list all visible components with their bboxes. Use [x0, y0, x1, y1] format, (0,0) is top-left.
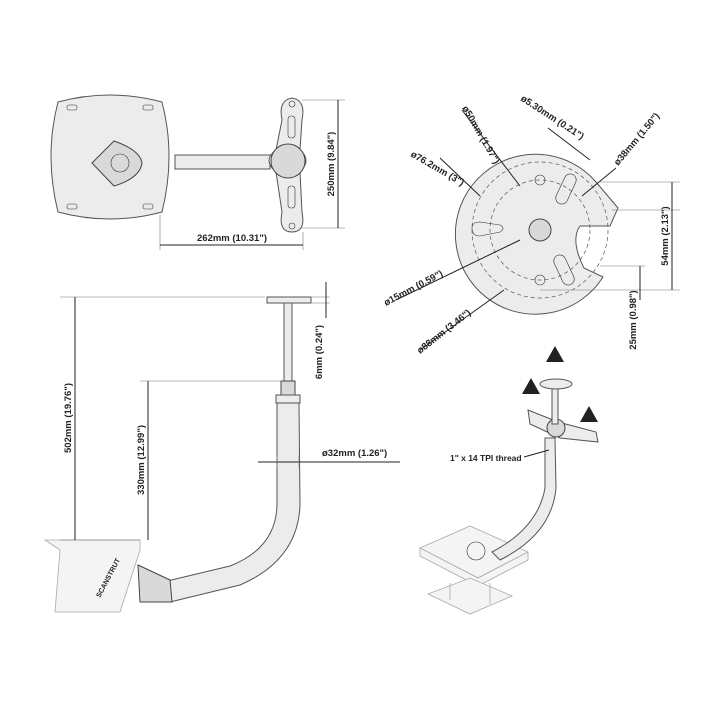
max-load-label: 0.5kg [526, 389, 536, 394]
mount-plate-slot [553, 254, 575, 286]
top-view-socket [91, 140, 143, 187]
top-view-arm [174, 154, 271, 170]
iso-base-socket [466, 541, 486, 561]
dia-76-2-label: ø76.2mm (3") [409, 149, 466, 189]
top-view-hole [142, 203, 154, 210]
width-dimension-label: 262mm (10.31") [197, 233, 267, 244]
mount-plate-bolt-circle [489, 179, 591, 281]
dia-88-label: ø88mm (3.46") [415, 308, 473, 357]
side-view-nut [275, 394, 301, 404]
iso-base-side [419, 547, 529, 587]
max-weight-badge [546, 346, 564, 362]
top-view-bracket-slot [287, 185, 296, 209]
iso-tube [491, 437, 557, 561]
top-view-hole [66, 104, 78, 111]
max-weight-badge [522, 378, 540, 394]
dim-54-label: 54mm (2.13") [660, 206, 671, 265]
max-label: MAX [585, 412, 594, 417]
mount-plate-keyhole [471, 221, 504, 237]
top-view-bracket-hole [288, 222, 296, 230]
thickness-6-label: 6mm (0.24") [314, 325, 325, 379]
side-view-top-plate [266, 296, 312, 304]
top-view-hole [66, 203, 78, 210]
top-view: 262mm (10.31") 250mm (9.84") [50, 94, 345, 250]
mount-plate-hole [534, 174, 546, 186]
dia-50-label: ø50mm (1.97") [459, 104, 501, 166]
max-weight-badge [580, 406, 598, 422]
thread-label: 1" x 14 TPI thread [450, 453, 522, 463]
mount-plate-hole [534, 274, 546, 286]
top-view-hole [142, 104, 154, 111]
side-view-socket [137, 564, 173, 603]
height-330-label: 330mm (12.99") [136, 425, 147, 495]
iso-view: MAX 0.5kg MAX 0.5kg MAX 0.5kg 1" x 14 TP… [419, 346, 599, 615]
iso-base-post [449, 583, 491, 604]
iso-stem [551, 387, 559, 425]
mount-plate-view: ø50mm (1.97") ø5.30mm (0.21") ø76.2mm (3… [382, 93, 680, 356]
dia-38-label: ø38mm (1.50") [612, 111, 662, 168]
top-view-bracket-hole [288, 100, 296, 108]
top-view-bracket-slot [287, 115, 296, 139]
height-502-label: 502mm (19.76") [63, 383, 74, 453]
side-view: SCANSTRUT 502mm (19.76") 330mm (12.99") … [43, 282, 400, 613]
max-label: MAX [527, 384, 536, 389]
side-view-tube [162, 402, 301, 603]
tube-dia-label: ø32mm (1.26") [322, 448, 387, 459]
max-load-label: 0.5kg [584, 417, 594, 422]
dia-15-label: ø15mm (0.59") [382, 268, 445, 308]
dia-5-30-label: ø5.30mm (0.21") [518, 93, 585, 142]
side-view-ghost-base [43, 539, 141, 613]
side-view-threaded-collar [280, 380, 296, 396]
mount-plate-center-hole [528, 218, 552, 242]
iso-base-foot [426, 577, 514, 615]
top-view-socket-center [110, 153, 130, 173]
mount-plate-slot [555, 173, 577, 205]
iso-top-plate [539, 378, 573, 390]
dim-25-label: 25mm (0.98") [628, 290, 639, 349]
max-label: MAX [551, 352, 560, 357]
height-dimension-label: 250mm (9.84") [326, 132, 337, 197]
top-view-bracket-disc [270, 143, 306, 179]
side-view-stem [283, 302, 293, 382]
max-load-label: 0.5kg [550, 357, 560, 362]
